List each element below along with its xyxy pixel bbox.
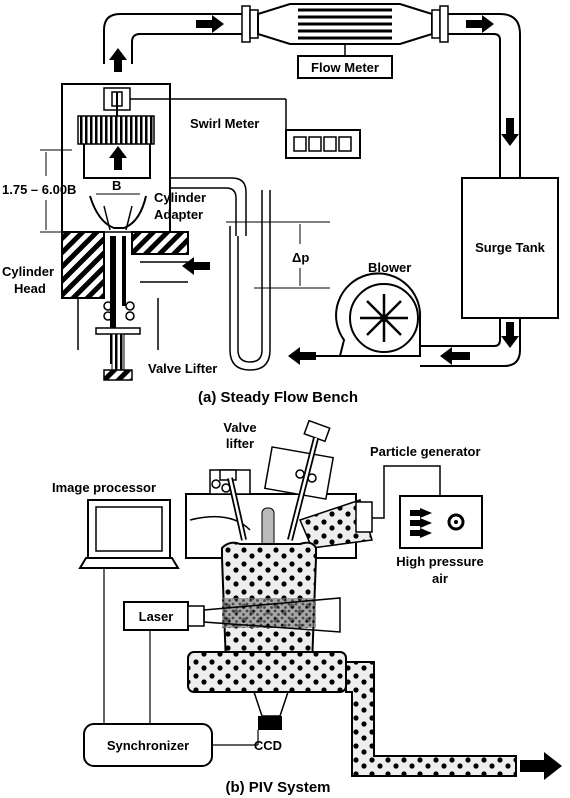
manometer: Δp (170, 177, 330, 371)
valve-left (219, 469, 247, 541)
valve-lifter-b-label-1: Valve (223, 420, 256, 435)
ccd-label: CCD (254, 738, 282, 753)
flow-meter-label: Flow Meter (311, 60, 379, 75)
surge-tank: Surge Tank (461, 177, 559, 319)
range-label: 1.75 – 6.00B (2, 182, 76, 197)
high-pressure-label-1: High pressure (396, 554, 483, 569)
particle-generator: High pressure air (372, 465, 484, 586)
caption-a: (a) Steady Flow Bench (198, 389, 358, 406)
bore-label: B (112, 178, 121, 193)
blower-label: Blower (368, 260, 411, 275)
image-processor-label: Image processor (52, 480, 156, 495)
ccd-camera: CCD (253, 691, 289, 753)
cylinder-adapter: Cylinder Adapter (89, 190, 206, 231)
flow-arrows (109, 15, 519, 365)
exhaust-duct (187, 651, 562, 780)
laser-label: Laser (139, 609, 174, 624)
valve-right (211, 419, 331, 541)
adapter-label-2: Adapter (154, 207, 203, 222)
synchronizer-label: Synchronizer (107, 738, 189, 753)
laser: Laser (123, 597, 341, 633)
synchronizer: Synchronizer (83, 568, 259, 767)
piv-system: Valve lifter Particle generator Image pr… (52, 419, 562, 796)
caption-b: (b) PIV System (225, 779, 330, 796)
high-pressure-label-2: air (432, 571, 448, 586)
engine-head-block (185, 446, 373, 559)
blower: Blower (316, 260, 422, 357)
head-label-2: Head (14, 281, 46, 296)
adapter-label-1: Cylinder (154, 190, 206, 205)
cylinder-chamber (221, 541, 317, 665)
particle-generator-label: Particle generator (370, 444, 481, 459)
image-processor-monitor (78, 499, 180, 569)
cylinder-head: Cylinder Head Valve Lifter (2, 231, 217, 381)
steady-flow-bench: Flow Meter Surge Tank (2, 3, 559, 406)
valve-lifter-b-label-2: lifter (226, 436, 254, 451)
swirl-meter-assembly: Swirl Meter (61, 83, 361, 236)
swirl-meter-label: Swirl Meter (190, 116, 259, 131)
valve-lifter-label: Valve Lifter (148, 361, 217, 376)
surge-tank-label: Surge Tank (475, 240, 546, 255)
flow-meter: Flow Meter (241, 3, 449, 79)
delta-p-label: Δp (292, 250, 309, 265)
head-label-1: Cylinder (2, 264, 54, 279)
